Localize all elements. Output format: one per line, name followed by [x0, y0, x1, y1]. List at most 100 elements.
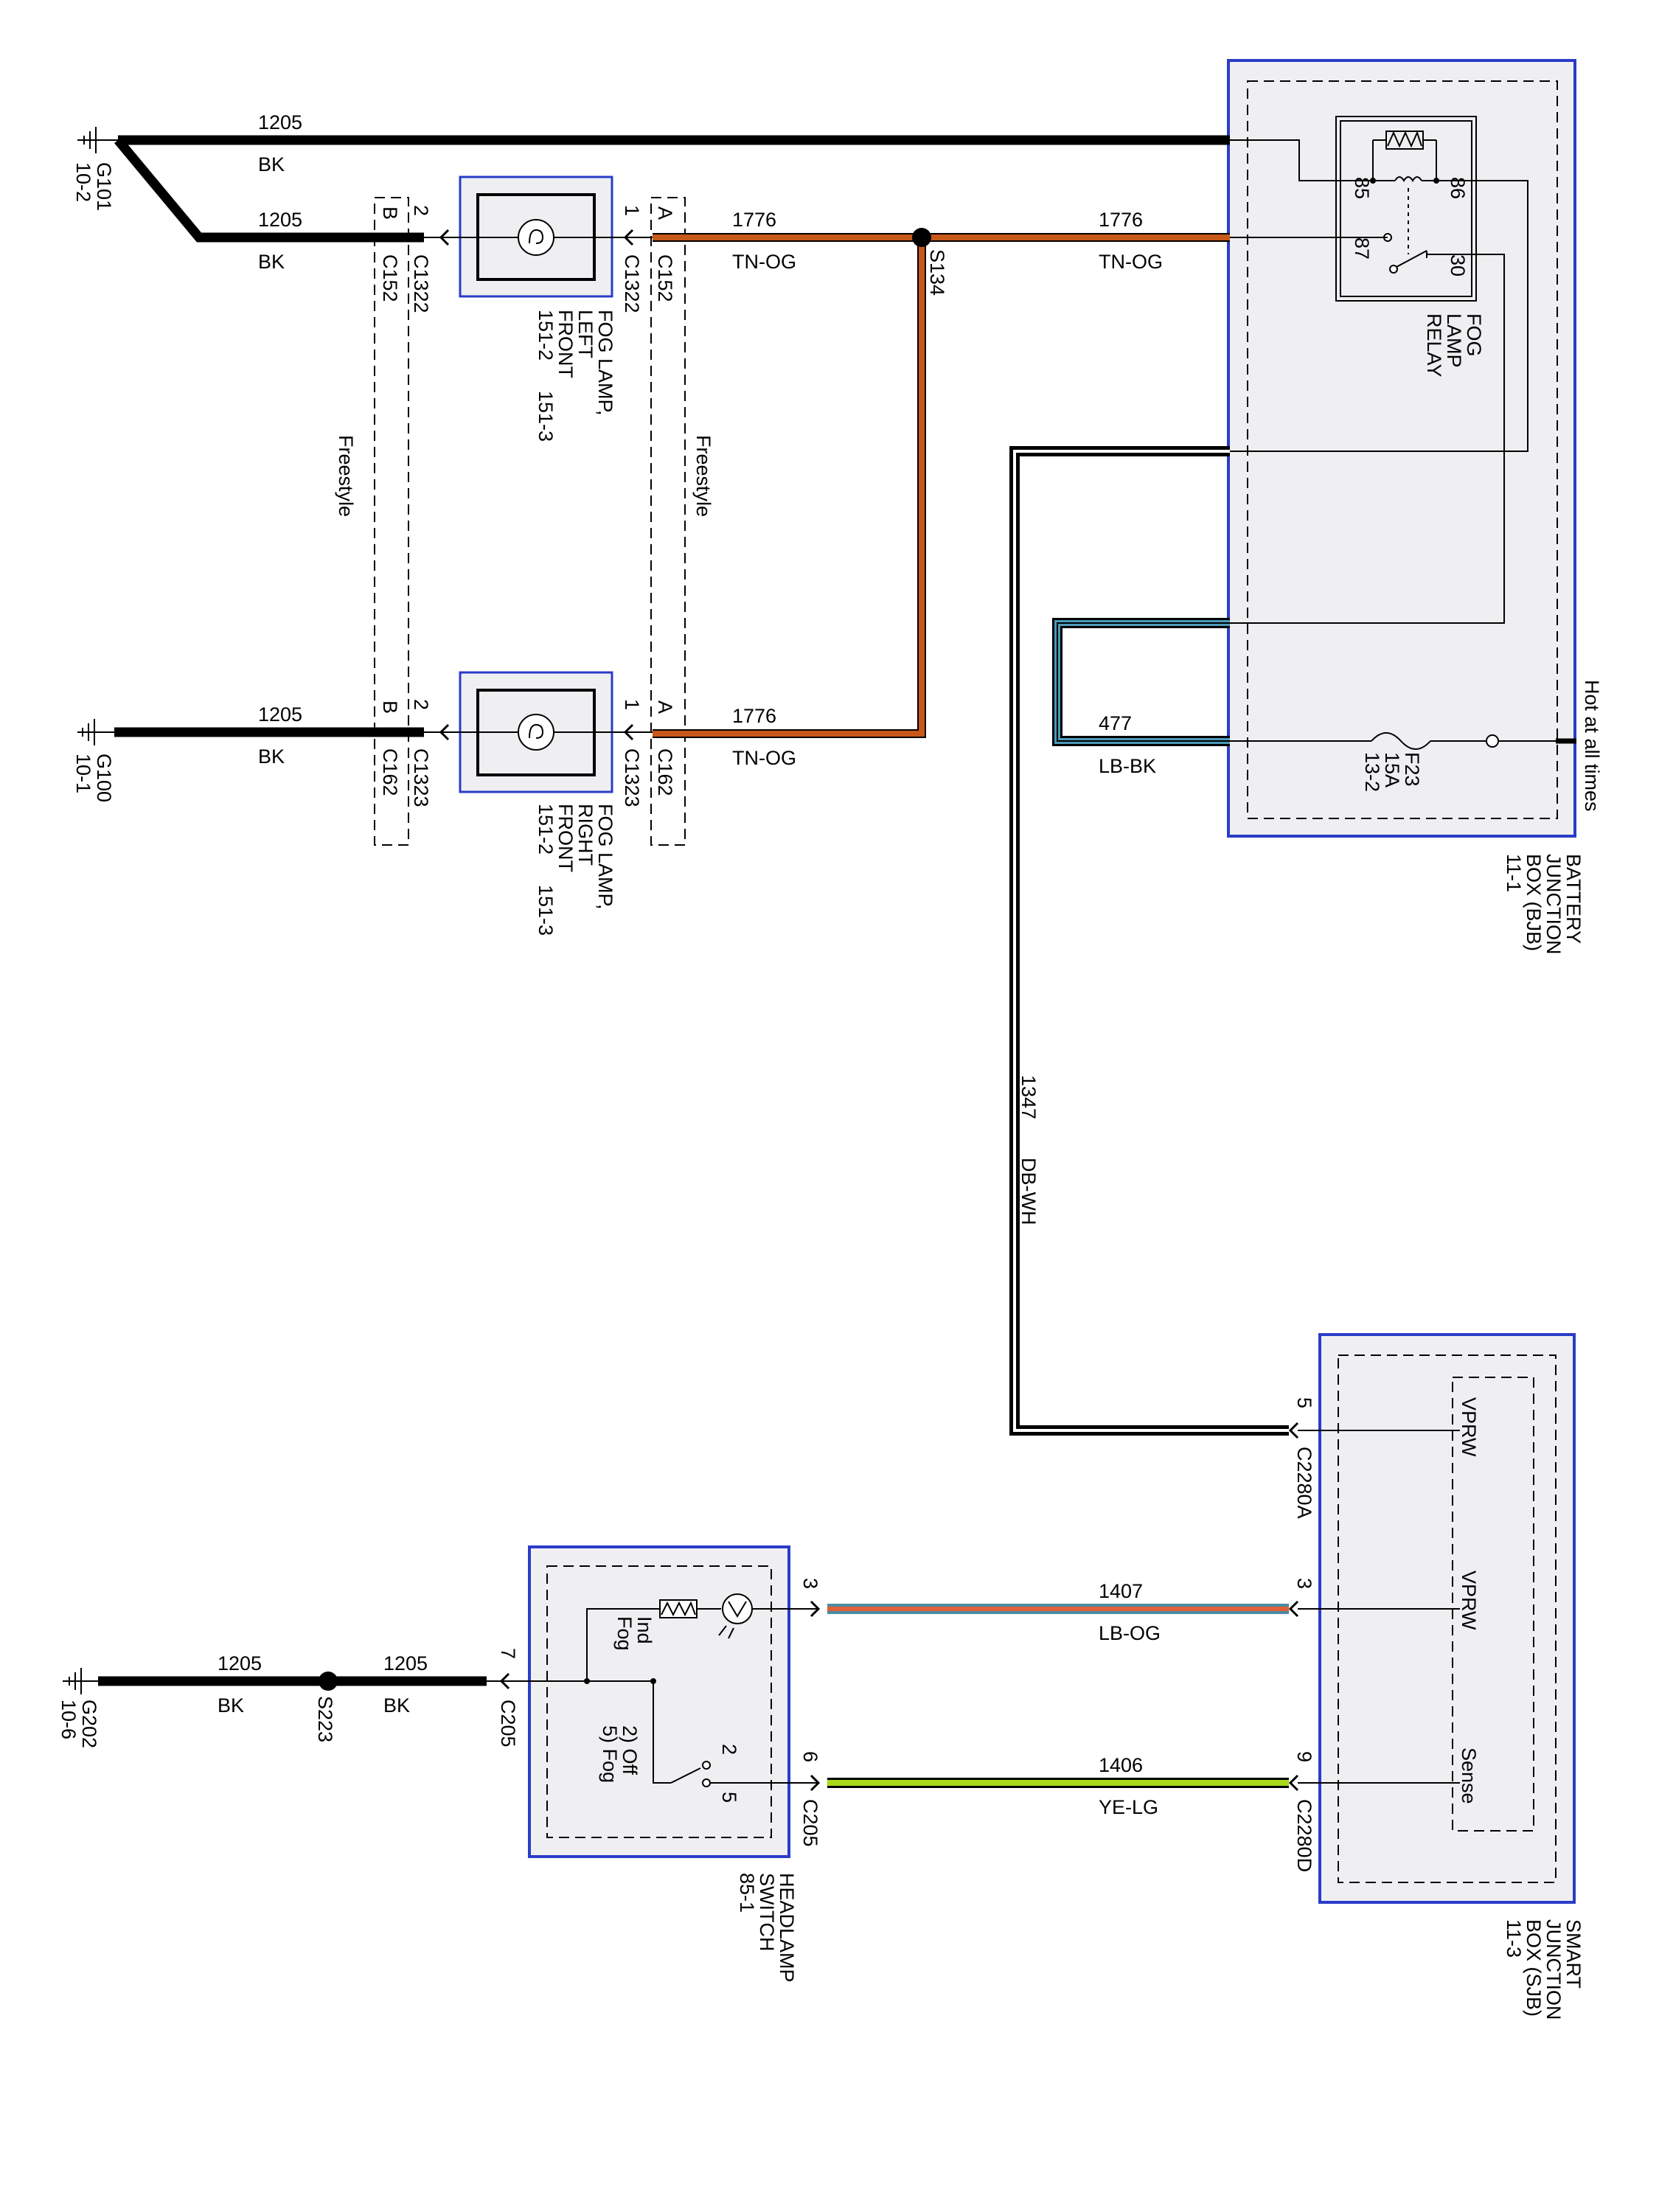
- headlamp-switch-box: [528, 1545, 790, 1858]
- relay-pin-87: 87: [1351, 237, 1373, 260]
- connector-c1322-right-pin: 1: [621, 205, 643, 216]
- fog-lamp-right-line2: RIGHT: [574, 804, 597, 866]
- wire-1205-c162-color: BK: [258, 745, 285, 768]
- bjb-line4: 11-1: [1503, 854, 1525, 892]
- ground-symbol-g100: [77, 719, 114, 745]
- connector-c162-left-name: C162: [379, 748, 401, 796]
- fog-lamp-right-line3: FRONT: [554, 804, 577, 872]
- battery-junction-box: [1227, 59, 1576, 838]
- switch-title-line3: 85-1: [736, 1873, 758, 1913]
- bjb-title: BATTERY JUNCTION BOX (BJB) 11-1: [1503, 854, 1585, 955]
- ground-symbol-g101: [77, 127, 118, 153]
- connector-c162-right-pin: A: [654, 700, 676, 714]
- wire-1205-top-circuit: 1205: [258, 111, 302, 133]
- relay-85-wire: [1230, 139, 1373, 181]
- fog-lamp-right-bulb: [450, 714, 623, 751]
- switch-title-line1: HEADLAMP: [776, 1873, 798, 1983]
- sjb-line1: SMART: [1562, 1919, 1585, 1989]
- sjb-vprw-2: VPRW: [1458, 1571, 1480, 1630]
- bjb-hot-label: Hot at all times: [1581, 680, 1603, 812]
- wire-1205-c152-circuit: 1205: [258, 209, 302, 231]
- connector-c205-7-pin: 7: [497, 1648, 519, 1659]
- wire-1205-c152: [114, 136, 424, 243]
- wire-1205-c205-circuit: 1205: [383, 1652, 428, 1674]
- wire-477-circuit: 477: [1099, 712, 1132, 734]
- ground-g101-ref: 10-2: [72, 162, 94, 202]
- bjb-line1: BATTERY: [1562, 854, 1585, 944]
- sjb-line2: JUNCTION: [1543, 1919, 1565, 2020]
- wire-1205-g202-color: BK: [218, 1694, 244, 1717]
- connector-c1322-left-name: C1322: [410, 254, 432, 313]
- sjb-sense: Sense: [1458, 1747, 1480, 1804]
- fog-lamp-right-line1: FOG LAMP,: [594, 804, 616, 910]
- splice-s223-label: S223: [314, 1696, 336, 1742]
- wire-1776-bjb-color: TN-OG: [1099, 251, 1163, 273]
- sjb-line3: BOX (SJB): [1523, 1919, 1545, 2017]
- connector-c205-7-name: C205: [497, 1700, 519, 1747]
- wire-1347-color: DB-WH: [1018, 1158, 1040, 1225]
- fog-lamp-right-ref: 151-3: [535, 885, 557, 936]
- connector-c2280a-pin: 5: [1293, 1397, 1315, 1408]
- connector-c2280d-name: C2280D: [1293, 1799, 1315, 1872]
- fog-lamp-left-line3: FRONT: [554, 310, 577, 378]
- wire-1776-right-circuit: 1776: [732, 705, 776, 727]
- freestyle-group-left: [374, 197, 409, 846]
- headlamp-switch-title: HEADLAMP SWITCH 85-1: [736, 1873, 798, 1983]
- freestyle-label-left: Freestyle: [335, 435, 357, 517]
- relay-pin-86: 86: [1447, 177, 1469, 199]
- fog-lamp-left-line1: FOG LAMP,: [594, 310, 616, 416]
- connector-c2280-3-pin: 3: [1293, 1578, 1315, 1589]
- fog-lamp-left-ref: 151-3: [535, 391, 557, 442]
- connector-c152-right-name: C152: [654, 254, 676, 302]
- connector-c162-right-name: C162: [654, 748, 676, 796]
- connector-c1322-right-name: C1322: [621, 254, 643, 313]
- wire-1776-left-color: TN-OG: [732, 251, 796, 273]
- relay-pin-85: 85: [1351, 177, 1373, 199]
- switch-pos-5: 5: [718, 1792, 740, 1803]
- wire-1205-c152-color: BK: [258, 251, 285, 273]
- fog-lamp-left-line2: LEFT: [574, 310, 597, 358]
- relay-30-wire: [1230, 254, 1505, 624]
- connector-c1322-left-pin: 2: [410, 205, 432, 216]
- wire-1776-right: [653, 237, 926, 738]
- connector-c205-3-pin: 3: [799, 1578, 821, 1589]
- smart-junction-box: [1318, 1333, 1576, 1904]
- wire-1407-color: LB-OG: [1099, 1622, 1161, 1644]
- wire-1205-c205-color: BK: [383, 1694, 410, 1717]
- headlamp-switch-internals: [509, 1593, 818, 1787]
- connector-c205-6-pin: 6: [799, 1751, 821, 1762]
- fuse-f23-rating: 15A: [1381, 752, 1403, 787]
- splice-s134-label: S134: [926, 249, 948, 296]
- splice-s223-dot: [319, 1672, 338, 1691]
- connector-c1323-left-pin: 2: [410, 699, 432, 710]
- connector-arrows: [439, 229, 1299, 1792]
- wire-477-color: LB-BK: [1099, 755, 1156, 777]
- ground-g202-id: G202: [78, 1700, 100, 1748]
- wire-1776-left-circuit: 1776: [732, 209, 776, 231]
- fog-lamp-left-bulb: [450, 219, 623, 256]
- connector-c205-6-name: C205: [799, 1799, 821, 1847]
- relay-86-wire: [1230, 180, 1528, 452]
- wire-477: [1052, 618, 1230, 746]
- splice-s134-dot: [912, 228, 931, 247]
- wire-1776-bjb-circuit: 1776: [1099, 209, 1143, 231]
- relay-name-line3: RELAY: [1423, 313, 1445, 378]
- ground-symbol-g202: [63, 1668, 98, 1694]
- bjb-line2: JUNCTION: [1543, 854, 1565, 955]
- fog-lamp-right-line4: 151-2: [535, 804, 557, 855]
- sjb-vprw-1: VPRW: [1458, 1397, 1480, 1457]
- sjb-line4: 11-3: [1503, 1919, 1525, 1958]
- freestyle-label-right: Freestyle: [692, 435, 714, 517]
- fog-lamp-relay: [1335, 116, 1477, 302]
- wire-1406-color: YE-LG: [1099, 1796, 1158, 1818]
- connector-c1323-right-pin: 1: [621, 699, 643, 710]
- connector-c152-left-name: C152: [379, 254, 401, 302]
- connector-c152-right-pin: A: [654, 206, 676, 220]
- wire-1406-circuit: 1406: [1099, 1754, 1143, 1776]
- connector-c162-left-pin: B: [379, 700, 401, 714]
- relay-pin-30: 30: [1447, 254, 1469, 276]
- wire-1205-top-color: BK: [258, 153, 285, 175]
- fuse-f23-name: F23: [1401, 752, 1423, 787]
- ground-g100-ref: 10-1: [72, 754, 94, 793]
